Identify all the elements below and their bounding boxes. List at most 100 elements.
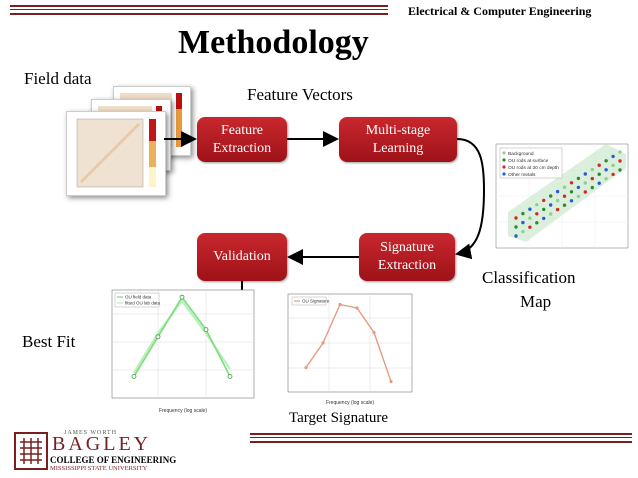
classification-point — [611, 172, 615, 177]
classification-point — [569, 190, 574, 194]
footer-rule-top — [250, 433, 632, 435]
classification-point — [562, 185, 567, 189]
classification-point — [528, 216, 532, 220]
header-rule-top — [10, 5, 388, 7]
college-logo: JAMES WORTH BAGLEY COLLEGE OF ENGINEERIN… — [14, 430, 176, 474]
target-signature-chart: OU Signature Frequency (log scale) — [287, 293, 413, 406]
classification-point — [521, 229, 525, 234]
classification-point — [590, 167, 594, 172]
classification-point — [521, 211, 525, 216]
ou-signature-point — [321, 341, 325, 345]
ou-signature-line — [305, 303, 392, 382]
classification-point — [528, 225, 532, 229]
classification-point — [604, 168, 608, 172]
classification-point — [535, 203, 539, 207]
footer-rule-mid — [250, 437, 632, 438]
header-rule-mid — [10, 9, 388, 10]
classification-point — [576, 194, 581, 199]
classification-map-chart: Background OU rods at surface OU rods at… — [495, 143, 629, 249]
best-fit-legend-item: fitted OU lab data — [125, 301, 161, 306]
classification-point — [576, 176, 581, 181]
ou-field-data-point — [179, 294, 185, 300]
classification-point — [555, 189, 560, 194]
validation-box: Validation — [197, 233, 287, 281]
classification-point — [604, 177, 608, 181]
classification-point — [611, 154, 615, 159]
signature-extraction-line2: Extraction — [377, 258, 437, 273]
classification-point — [583, 190, 587, 194]
classification-point — [590, 185, 594, 190]
classification-point — [597, 163, 601, 167]
classification-point — [521, 220, 525, 225]
logo-top-line: JAMES WORTH — [64, 430, 118, 436]
classification-point — [611, 163, 615, 168]
classification-legend-item: OU rods at 30 cm depth — [508, 165, 559, 171]
target-signature-label: Target Signature — [289, 410, 389, 426]
multistage-learning-line1: Multi-stage — [365, 122, 431, 138]
ou-signature-point — [338, 302, 342, 307]
best-fit-label: Best Fit — [22, 332, 76, 351]
slide-title: Methodology — [178, 24, 369, 61]
classification-point — [528, 207, 532, 211]
classification-point — [604, 159, 608, 163]
classification-point — [562, 203, 567, 207]
arrow-to-signature-extraction — [455, 138, 486, 260]
best-fit-legend-item: OU field data — [125, 295, 152, 300]
classification-point — [569, 199, 574, 203]
classification-legend-item: Other metals — [508, 172, 536, 178]
logo-college: COLLEGE OF ENGINEERING — [50, 455, 177, 465]
classification-legend-item: Background — [508, 151, 534, 157]
classification-point — [542, 216, 546, 221]
classification-point — [583, 172, 587, 176]
ou-field-data-point — [131, 374, 137, 379]
field-data-heatmap — [76, 118, 156, 188]
ou-field-data-point — [203, 327, 209, 332]
classification-point — [597, 172, 601, 176]
classification-point — [618, 168, 622, 172]
classification-point — [549, 212, 553, 216]
feature-extraction-line2: Extraction — [212, 140, 272, 156]
classification-point — [618, 150, 622, 154]
classification-point — [597, 181, 601, 185]
classification-point — [535, 221, 539, 225]
ou-signature-point — [372, 330, 376, 335]
classification-legend: Background OU rods at surface OU rods at… — [502, 151, 559, 178]
classification-point — [549, 203, 553, 207]
best-fit-series — [131, 294, 233, 379]
target-signature-legend-item: OU Signature — [302, 299, 330, 304]
field-data-card — [66, 111, 166, 196]
best-fit-chart: OU field data fitted OU lab data Frequen… — [111, 289, 255, 414]
target-signature-xlabel: Frequency (log scale) — [326, 400, 374, 406]
feature-vectors-label: Feature Vectors — [247, 85, 353, 104]
classification-point — [542, 198, 546, 203]
multistage-learning-line2: Learning — [372, 140, 424, 156]
ou-signature-point — [304, 365, 308, 370]
classification-point — [514, 225, 518, 229]
classification-point — [576, 185, 581, 190]
field-data-label: Field data — [24, 69, 92, 88]
ou-field-data-point — [227, 374, 233, 379]
classification-legend-item: OU rods at surface — [508, 158, 549, 164]
classification-map-label-line1: Classification — [482, 268, 576, 287]
building-emblem-icon — [14, 432, 48, 470]
best-fit-xlabel: Frequency (log scale) — [159, 408, 207, 414]
footer-rule-bottom — [250, 441, 632, 443]
classification-point — [514, 216, 518, 220]
classification-point — [535, 212, 539, 216]
classification-map-label-line2: Map — [520, 292, 552, 311]
validation-label: Validation — [213, 249, 271, 264]
classification-point — [542, 207, 546, 212]
classification-point — [618, 159, 622, 163]
feature-extraction-line1: Feature — [221, 122, 263, 138]
ou-signature-point — [389, 379, 393, 384]
ou-signature-point — [355, 306, 359, 310]
department-name: Electrical & Computer Engineering — [408, 4, 592, 18]
logo-university: MISSISSIPPI STATE UNIVERSITY — [50, 465, 148, 472]
classification-point — [590, 176, 594, 181]
classification-point — [569, 181, 574, 185]
signature-extraction-line1: Signature — [380, 240, 434, 255]
classification-points — [514, 150, 622, 238]
